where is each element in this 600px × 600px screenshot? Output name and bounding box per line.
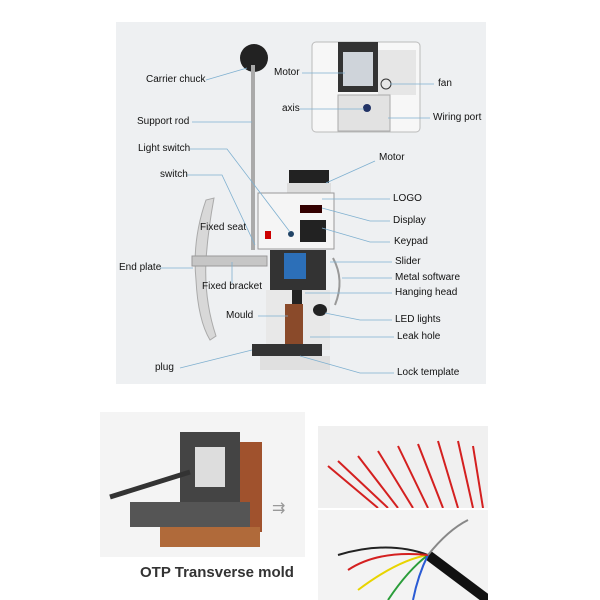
multicolor-cable-photo xyxy=(318,510,488,600)
leader-lines xyxy=(160,67,434,374)
inset-axis xyxy=(363,104,371,112)
label-lock-template: Lock template xyxy=(397,367,460,378)
label-support-rod: Support rod xyxy=(137,116,190,127)
label-leak-hole: Leak hole xyxy=(397,331,441,342)
label-plug: plug xyxy=(155,362,174,373)
label-display: Display xyxy=(393,215,426,226)
label-slider: Slider xyxy=(395,256,421,267)
light-switch xyxy=(288,231,294,237)
label-led-lights: LED lights xyxy=(395,314,441,325)
label-fixed-bracket: Fixed bracket xyxy=(202,281,263,292)
carrier-chuck xyxy=(240,44,268,72)
lock-template xyxy=(252,344,322,356)
label-axis: axis xyxy=(282,103,300,114)
label-hanging-head: Hanging head xyxy=(395,287,458,298)
transverse-mold-photo xyxy=(100,412,305,557)
hanging-head xyxy=(292,290,302,304)
label-end-plate: End plate xyxy=(119,262,162,273)
label-mould: Mould xyxy=(226,310,254,321)
fixed-bracket xyxy=(191,255,268,267)
label-motor-inset: Motor xyxy=(274,67,300,78)
red-wires-photo xyxy=(318,426,488,508)
label-motor: Motor xyxy=(379,152,405,163)
caption: OTP Transverse mold xyxy=(140,564,294,581)
label-wiring-port: Wiring port xyxy=(433,112,482,123)
arrow-icon: ⇉ xyxy=(272,500,286,517)
mould xyxy=(285,304,303,344)
led-light xyxy=(313,304,327,316)
power-switch xyxy=(265,231,271,239)
keypad xyxy=(300,220,326,242)
end-plate xyxy=(194,197,217,341)
label-switch: switch xyxy=(160,169,188,180)
support-rod xyxy=(251,65,255,250)
label-logo: LOGO xyxy=(393,193,422,204)
label-carrier-chuck: Carrier chuck xyxy=(146,74,206,85)
label-fan: fan xyxy=(438,78,452,89)
label-keypad: Keypad xyxy=(394,236,428,247)
label-metal-software: Metal software xyxy=(395,272,461,283)
display xyxy=(300,205,322,213)
metal-hose xyxy=(332,257,341,306)
label-light-switch: Light switch xyxy=(138,143,191,154)
label-fixed-seat: Fixed seat xyxy=(200,222,247,233)
